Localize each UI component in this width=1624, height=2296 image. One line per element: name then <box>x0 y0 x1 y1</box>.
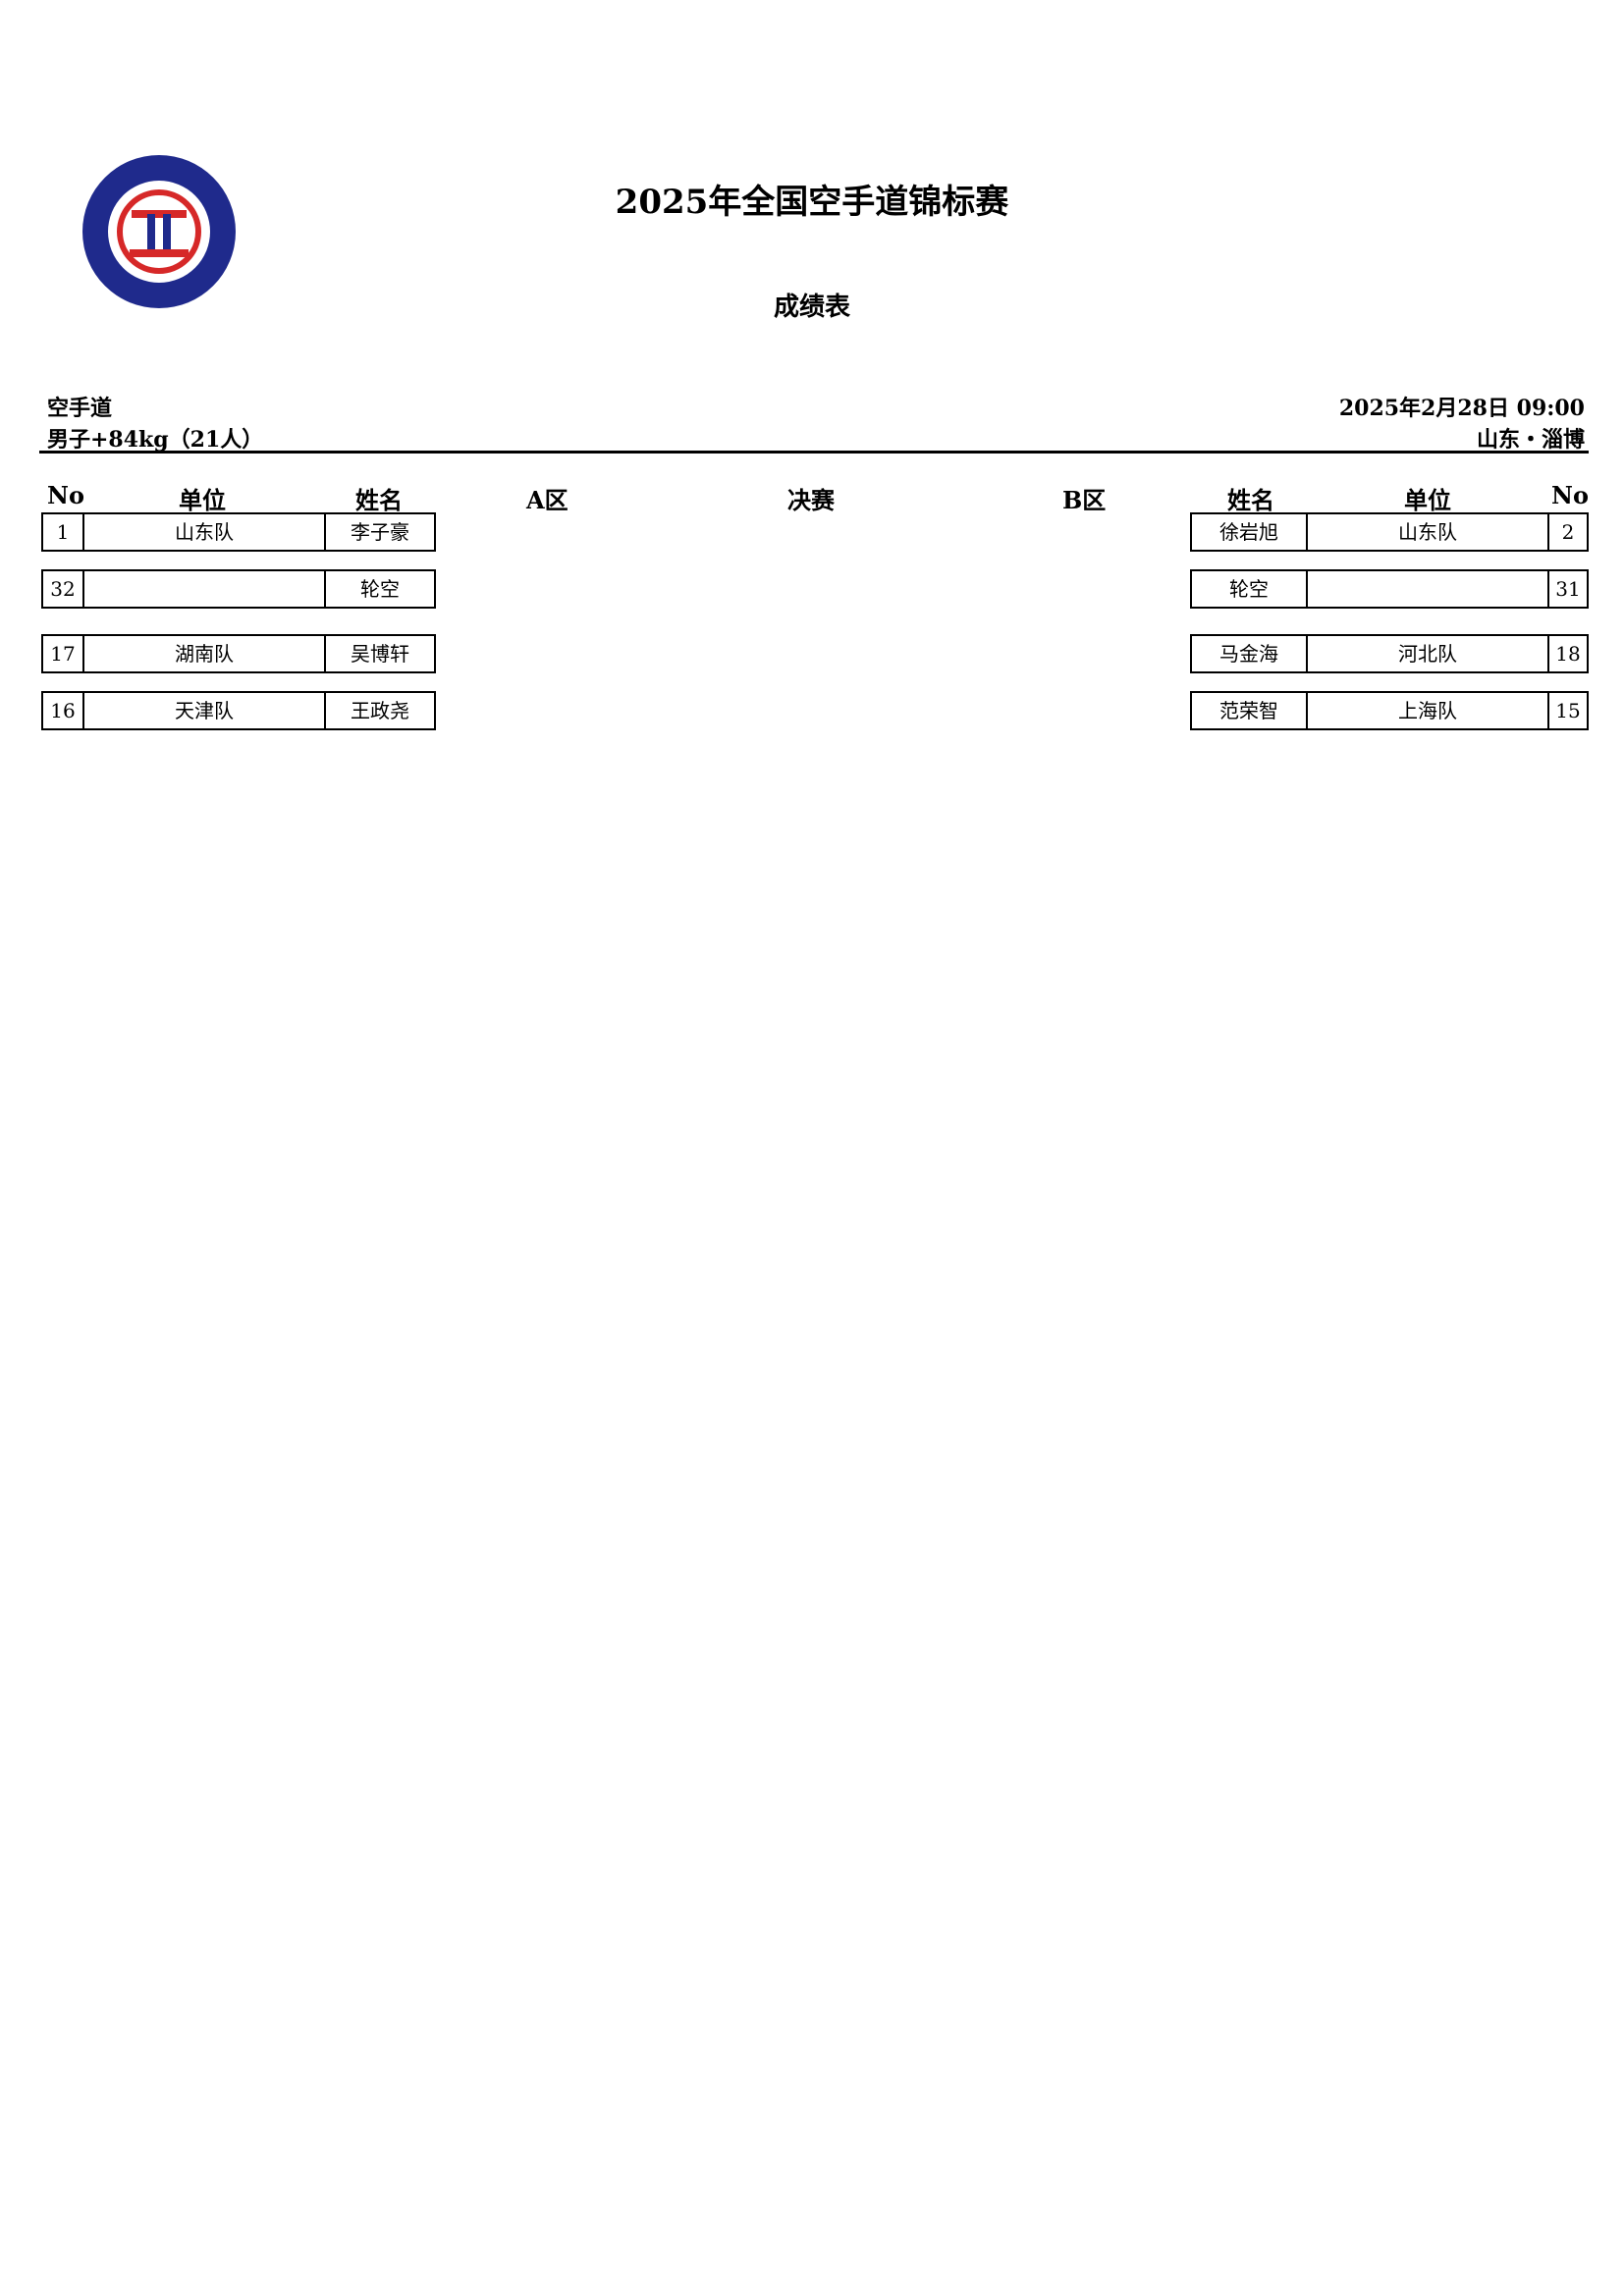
entry-unit: 上海队 <box>1308 693 1549 728</box>
entry-no: 18 <box>1555 642 1581 666</box>
column-no-left: No <box>47 481 84 509</box>
entry-row-right: 马金海 河北队 18 <box>1190 634 1589 673</box>
category-label: 男子+84kg（21人） <box>47 427 264 453</box>
column-no-right: No <box>1551 481 1589 509</box>
entry-no: 2 <box>1561 520 1575 544</box>
association-logo <box>81 153 238 310</box>
column-zone-a: A区 <box>526 486 568 514</box>
entry-row-right: 轮空 31 <box>1190 569 1589 609</box>
column-name-left: 姓名 <box>355 486 403 514</box>
entry-unit: 山东队 <box>1308 514 1549 550</box>
entry-unit: 山东队 <box>84 514 326 550</box>
entry-row-right: 徐岩旭 山东队 2 <box>1190 512 1589 552</box>
entry-unit <box>1308 571 1549 607</box>
entry-name: 马金海 <box>1192 636 1308 671</box>
entry-name: 轮空 <box>1192 571 1308 607</box>
entry-no: 17 <box>43 636 84 671</box>
entry-unit <box>84 571 326 607</box>
datetime-label: 2025年2月28日 09:00 <box>1338 396 1585 421</box>
entry-unit: 湖南队 <box>84 636 326 671</box>
column-unit-right: 单位 <box>1404 486 1451 514</box>
page-title: 2025年全国空手道锦标赛 <box>615 183 1009 222</box>
column-final: 决赛 <box>787 486 835 514</box>
entry-name: 范荣智 <box>1192 693 1308 728</box>
entry-row-left: 17 湖南队 吴博轩 <box>41 634 436 673</box>
column-unit-left: 单位 <box>179 486 226 514</box>
header-divider <box>39 451 1589 454</box>
column-zone-b: B区 <box>1062 486 1107 514</box>
entry-row-left: 16 天津队 王政尧 <box>41 691 436 730</box>
entry-unit: 天津队 <box>84 693 326 728</box>
page-subtitle: 成绩表 <box>773 293 850 322</box>
entry-name: 王政尧 <box>351 699 409 722</box>
entry-unit: 河北队 <box>1308 636 1549 671</box>
venue-label: 山东・淄博 <box>1476 427 1585 453</box>
entry-row-right: 范荣智 上海队 15 <box>1190 691 1589 730</box>
entry-row-left: 32 轮空 <box>41 569 436 609</box>
entry-name: 吴博轩 <box>351 642 409 666</box>
column-name-right: 姓名 <box>1227 486 1274 514</box>
entry-no: 16 <box>43 693 84 728</box>
entry-no: 32 <box>43 571 84 607</box>
entry-name: 轮空 <box>360 577 400 601</box>
entry-no: 15 <box>1555 699 1581 722</box>
entry-name: 徐岩旭 <box>1192 514 1308 550</box>
sport-label: 空手道 <box>47 396 113 421</box>
entry-no: 1 <box>43 514 84 550</box>
entry-no: 31 <box>1555 577 1581 601</box>
entry-name: 李子豪 <box>351 520 409 544</box>
entry-row-left: 1 山东队 李子豪 <box>41 512 436 552</box>
